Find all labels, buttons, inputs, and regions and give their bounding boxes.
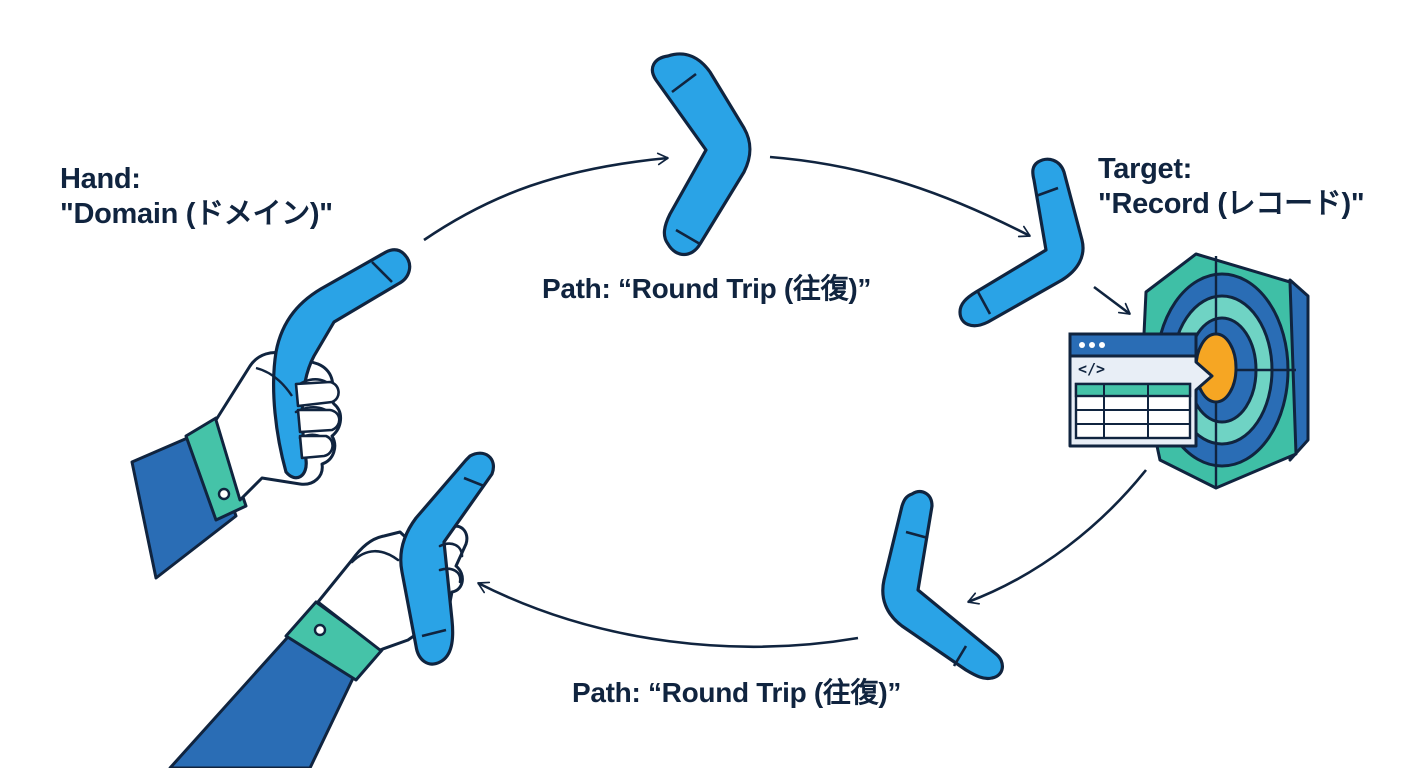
hand-upper [130, 248, 412, 580]
flow-arrow-top-to-target [769, 155, 1031, 238]
boomerang-top [650, 52, 752, 257]
boomerang-bottom-right [881, 490, 1004, 681]
path-label-top: Path: “Round Trip (往復)” [542, 273, 872, 304]
record-panel: </> [1068, 332, 1214, 448]
hand-label-title: Hand: [60, 163, 141, 195]
target-label-title: Target: [1098, 153, 1193, 185]
path-label-bottom: Path: “Round Trip (往復)” [572, 677, 902, 708]
hand-lower [168, 451, 495, 770]
flow-arrow-hand-to-top [423, 152, 669, 242]
hand-label: Hand: "Domain (ドメイン)" [60, 162, 333, 232]
target-label-value: "Record (レコード)" [1098, 187, 1365, 220]
flow-arrow-bottom-to-hand [477, 581, 859, 648]
flow-arrow-target-to-bottom [967, 469, 1148, 605]
boomerang-right [958, 157, 1085, 328]
code-glyph: </> [1078, 360, 1105, 378]
target-label: Target: "Record (レコード)" [1098, 152, 1365, 222]
hand-label-value: "Domain (ドメイン)" [60, 197, 333, 230]
target: </> [1068, 252, 1310, 490]
flow-arrow-into-target [1093, 285, 1131, 316]
